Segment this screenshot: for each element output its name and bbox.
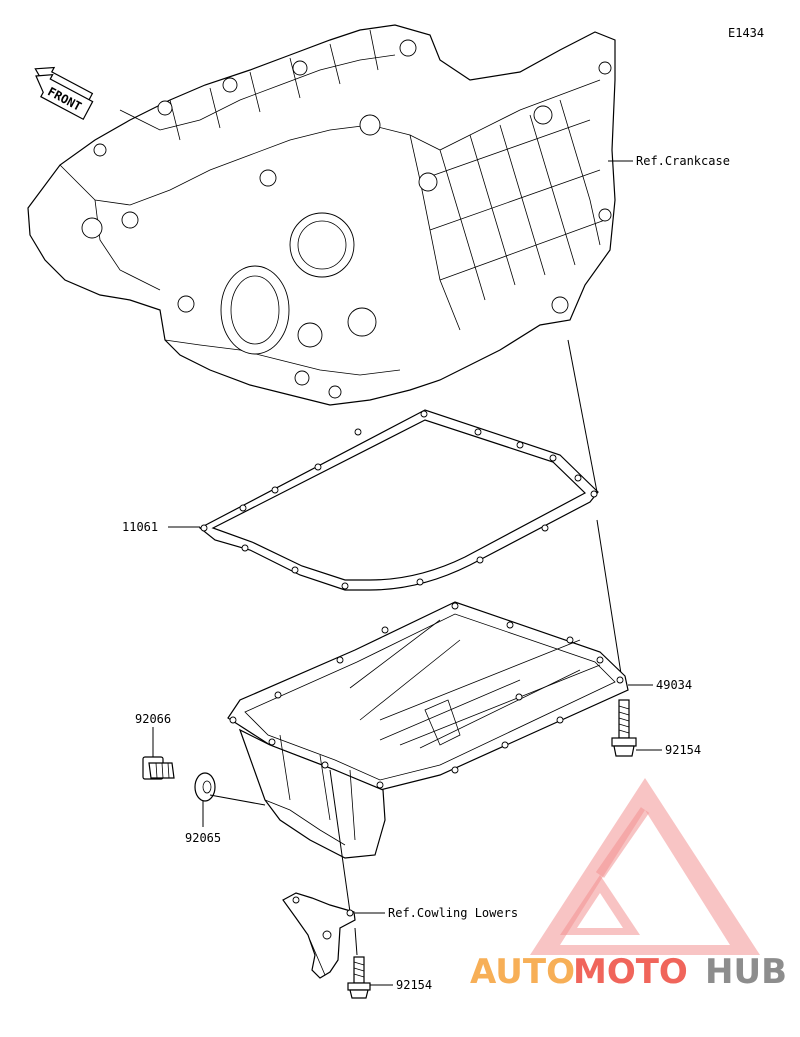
- cowling-bracket-drawing: [282, 892, 356, 979]
- drain-plug-drawing: [142, 756, 175, 780]
- bolt-lower-drawing: [347, 956, 371, 999]
- alignment-line-bolt-lower: [354, 927, 358, 956]
- watermark-logo: [530, 778, 760, 955]
- watermark-text-moto: MOTO: [573, 952, 688, 992]
- part-number-oil-pan: 49034: [656, 678, 692, 692]
- oil-pan-drawing: [227, 601, 629, 859]
- part-number-washer: 92065: [185, 831, 221, 845]
- alignment-line-upper: [567, 339, 598, 493]
- ref-crankcase-label: Ref.Crankcase: [636, 154, 730, 168]
- gasket-drawing: [198, 409, 599, 591]
- bolt-upper-drawing: [611, 699, 637, 757]
- part-number-bolt-lower: 92154: [396, 978, 432, 992]
- washer-to-pan-line: [209, 794, 266, 806]
- part-number-drain-plug: 92066: [135, 712, 171, 726]
- watermark-text-hub: HUB: [705, 952, 787, 992]
- washer-drawing: [194, 772, 216, 802]
- front-arrow-icon: FRONT: [34, 66, 94, 121]
- diagram-code: E1434: [728, 26, 764, 40]
- ref-cowling-label: Ref.Cowling Lowers: [388, 906, 518, 920]
- watermark-text-auto: AUTO: [470, 952, 575, 992]
- part-number-bolt-upper: 92154: [665, 743, 701, 757]
- alignment-line-lower: [596, 519, 623, 681]
- alignment-line-cowling: [329, 769, 351, 913]
- crankcase-drawing: [27, 24, 616, 406]
- part-number-gasket: 11061: [122, 520, 158, 534]
